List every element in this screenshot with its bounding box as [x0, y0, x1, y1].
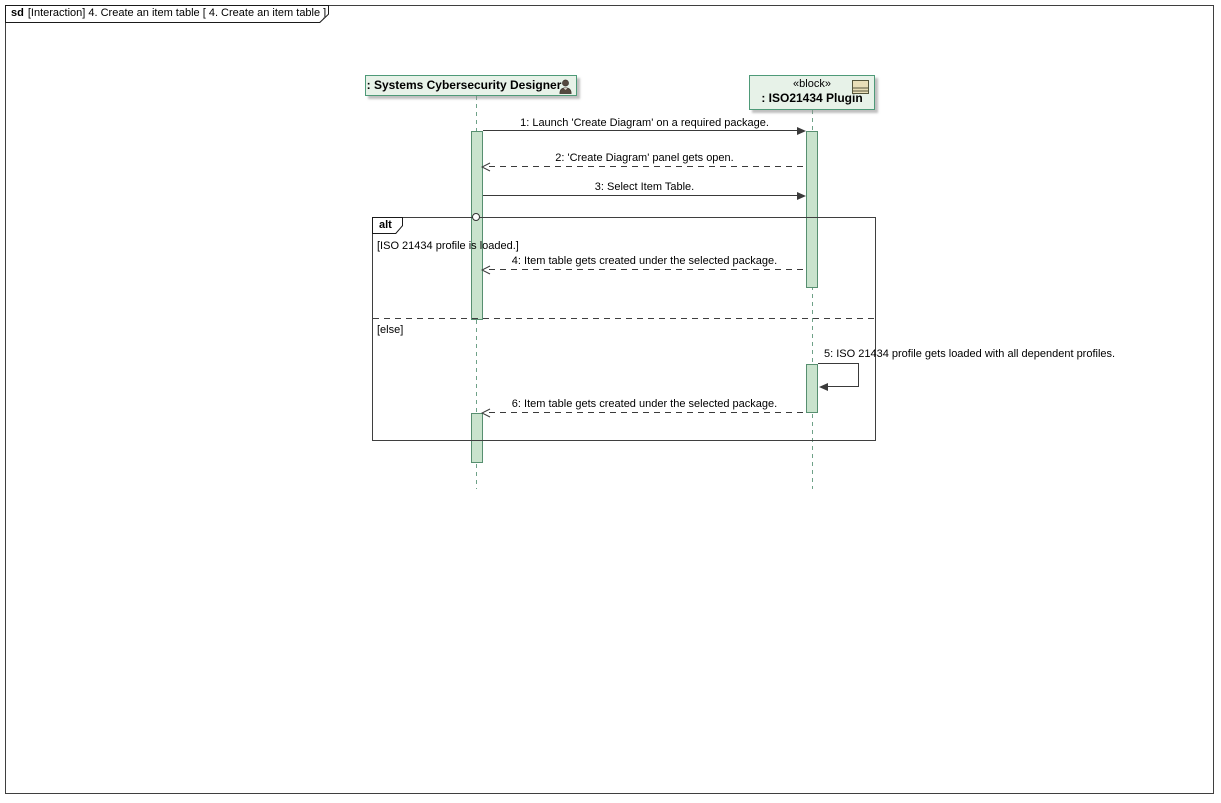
- lifeline-designer-label: : Systems Cybersecurity Designer: [366, 78, 562, 92]
- activation-plugin-1[interactable]: [806, 131, 818, 288]
- lifeline-plugin-stereotype: «block»: [793, 78, 831, 90]
- fragment-lifeline-junction: [472, 213, 480, 221]
- message-5-line: [818, 363, 858, 364]
- diagram-tab: sd[Interaction] 4. Create an item table …: [5, 5, 329, 23]
- message-5-line-down: [858, 363, 859, 387]
- guard-else: [else]: [377, 324, 404, 336]
- lifeline-plugin-label: : ISO21434 Plugin: [761, 91, 863, 105]
- person-icon: [559, 79, 572, 94]
- lifeline-head-plugin[interactable]: «block» : ISO21434 Plugin: [749, 75, 875, 110]
- activation-designer-2[interactable]: [471, 413, 483, 463]
- message-6-label: 6: Item table gets created under the sel…: [511, 398, 778, 410]
- message-1-line: [483, 130, 800, 131]
- block-icon: [852, 80, 869, 94]
- guard-profile-loaded: [ISO 21434 profile is loaded.]: [377, 240, 519, 252]
- message-3-label: 3: Select Item Table.: [594, 181, 695, 193]
- fragment-operand-divider: [373, 318, 875, 319]
- message-3-arrowhead-icon: [797, 192, 806, 200]
- alt-operator-tab: alt: [372, 217, 403, 234]
- lifeline-head-designer[interactable]: : Systems Cybersecurity Designer: [365, 75, 577, 96]
- alt-operator-label: alt: [373, 218, 402, 233]
- message-5-label: 5: ISO 21434 profile gets loaded with al…: [824, 348, 1116, 360]
- message-6-line: [489, 412, 806, 413]
- alt-fragment[interactable]: alt [ISO 21434 profile is loaded.] [else…: [372, 217, 876, 441]
- message-2-line: [489, 166, 806, 167]
- message-1-label: 1: Launch 'Create Diagram' on a required…: [520, 117, 769, 129]
- diagram-kind-keyword: sd: [11, 7, 24, 19]
- message-4-label: 4: Item table gets created under the sel…: [511, 255, 778, 267]
- lifeline-plugin-line: [812, 110, 813, 489]
- message-4-line: [489, 269, 806, 270]
- message-3-line: [483, 195, 800, 196]
- message-4-arrowhead-icon: [481, 265, 491, 275]
- interaction-frame: [5, 5, 1214, 794]
- message-2-arrowhead-icon: [481, 162, 491, 172]
- message-6-arrowhead-icon: [481, 408, 491, 418]
- activation-designer-1[interactable]: [471, 131, 483, 320]
- message-2-label: 2: 'Create Diagram' panel gets open.: [555, 152, 734, 164]
- activation-plugin-2[interactable]: [806, 364, 818, 413]
- message-5-arrowhead-icon: [819, 383, 828, 391]
- message-1-arrowhead-icon: [797, 127, 806, 135]
- diagram-tab-label: sd[Interaction] 4. Create an item table …: [6, 6, 328, 22]
- diagram-title: [Interaction] 4. Create an item table [ …: [27, 7, 327, 19]
- message-5-line-return: [828, 386, 859, 387]
